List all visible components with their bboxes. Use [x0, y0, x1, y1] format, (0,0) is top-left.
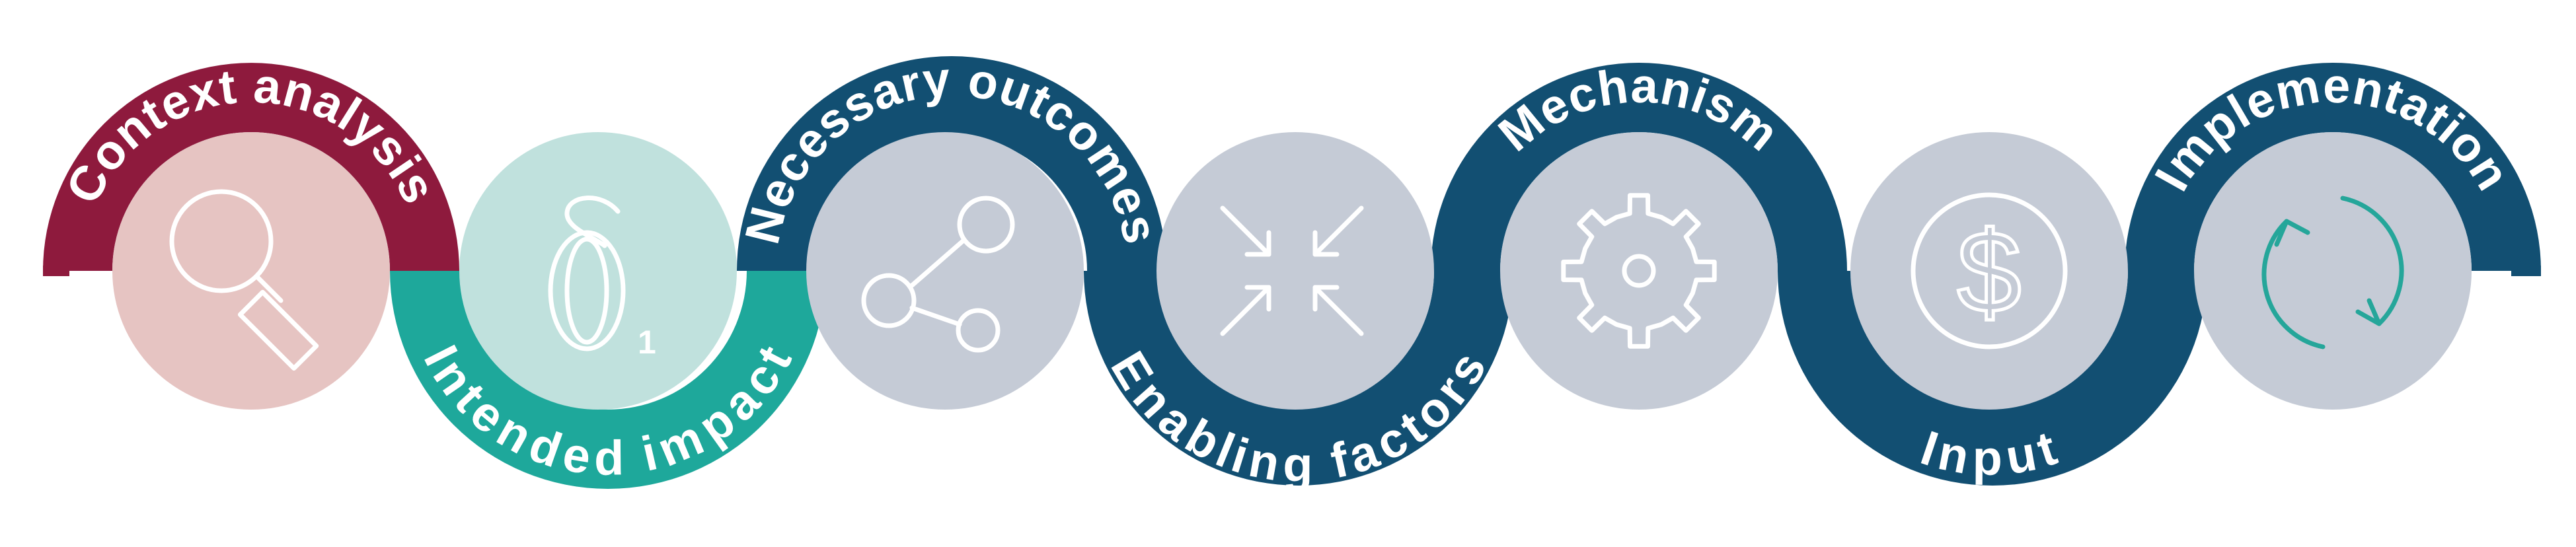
context-analysis-circle: [112, 132, 390, 410]
stage-input: [1778, 271, 2207, 486]
stage-context-analysis: [43, 63, 459, 276]
dollar-sign: $: [1957, 208, 2021, 337]
necessary-outcomes-band: [737, 56, 1166, 271]
stage-necessary-outcomes: [737, 56, 1166, 271]
input-band: [1778, 271, 2207, 486]
necessary-outcomes-circle: [806, 132, 1084, 410]
delta-one-icon: 1: [548, 196, 656, 361]
left-connector-tab: [43, 266, 69, 276]
gear-icon: [1561, 193, 1717, 349]
right-connector-tab: [2511, 266, 2541, 276]
dollar-coin-icon: $: [1911, 192, 2068, 349]
input-circle: [1850, 132, 2128, 410]
stage-enabling-factors: [1084, 271, 1513, 486]
enabling-factors-circle: [1156, 132, 1434, 410]
delta-subscript: 1: [638, 324, 656, 361]
stage-intended-impact: [390, 271, 826, 489]
enabling-factors-band: [1084, 271, 1513, 486]
stage-mechanism: [1431, 63, 1847, 271]
share-nodes-icon: [861, 196, 1015, 353]
intended-impact-band: [390, 271, 826, 489]
mechanism-circle: [1500, 132, 1778, 410]
intended-impact-circle: [459, 132, 737, 410]
magnifier-icon: [169, 189, 319, 371]
implementation-circle: [2194, 132, 2472, 410]
cycle-arrows-icon: [2261, 196, 2404, 349]
arrows-inward-icon: [1220, 205, 1364, 336]
stage-implementation: [2125, 63, 2541, 276]
mechanism-band: [1431, 63, 1847, 271]
implementation-band: [2125, 63, 2541, 271]
context-analysis-band: [43, 63, 459, 271]
